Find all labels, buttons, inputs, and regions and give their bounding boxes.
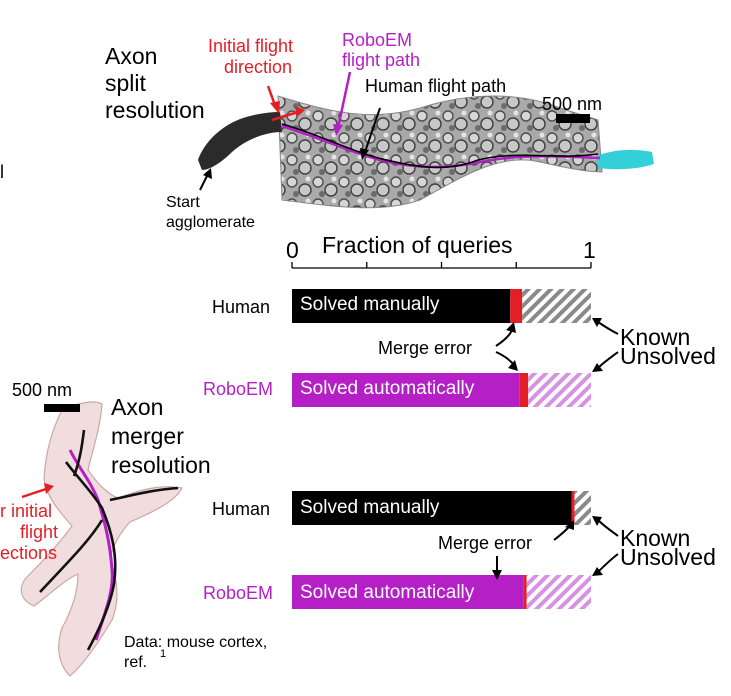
merger-title-line-3: resolution xyxy=(111,452,211,478)
merger-title-line-2: merger xyxy=(111,423,184,449)
axis-max-label: 1 xyxy=(583,237,596,263)
bar-1-human-segment-0 xyxy=(292,289,511,323)
cut-fragment-text: l xyxy=(0,162,4,182)
start-label-2: agglomerate xyxy=(166,214,255,231)
bar-2-roboem-segment-1 xyxy=(523,575,527,609)
category-human-2: Human xyxy=(212,499,271,519)
unsolved-label-2: Unsolved xyxy=(620,544,716,570)
bar-1-roboem-segment-1 xyxy=(519,373,529,407)
merger-human-path xyxy=(39,429,179,651)
split-title-line-3: resolution xyxy=(105,97,205,123)
merger-flight-label-3: ections xyxy=(0,543,58,563)
start-label-1: Start xyxy=(166,194,200,211)
target-agglomerate-shape xyxy=(596,149,654,170)
merger-scale-label: 500 nm xyxy=(12,380,73,400)
unsolved-label-1: Unsolved xyxy=(620,343,716,369)
split-title-line-1: Axon xyxy=(105,43,158,69)
bar-1-roboem-segment-2 xyxy=(528,373,591,407)
data-source-line-1: Data: mouse cortex, xyxy=(124,634,268,651)
annotation-arrowheads xyxy=(492,318,603,580)
data-source-line-2: ref. xyxy=(124,654,148,671)
bar-text-human-2: Solved manually xyxy=(300,497,440,518)
split-title-line-2: split xyxy=(105,70,146,96)
known-label-1: Known xyxy=(620,324,691,350)
human-path-label: Human flight path xyxy=(365,76,507,96)
axis-min-label: 0 xyxy=(286,237,299,263)
merger-flight-label-1: r initial xyxy=(0,501,53,521)
category-human-1: Human xyxy=(212,297,271,317)
chart-layer xyxy=(291,262,592,609)
split-scale-bar xyxy=(556,114,590,123)
bar-text-human-1: Solved manually xyxy=(300,294,440,315)
merge-error-label-1: Merge error xyxy=(378,338,473,358)
bar-2-human-segment-0 xyxy=(292,491,572,525)
em-image-band xyxy=(277,95,603,209)
bar-text-roboem-1: Solved automatically xyxy=(300,378,475,399)
bar-2-human-segment-1 xyxy=(571,491,575,525)
merge-error-label-2: Merge error xyxy=(438,533,533,553)
axis-title: Fraction of queries xyxy=(322,232,513,258)
merger-3d-shape xyxy=(20,401,183,677)
bar-1-human-segment-1 xyxy=(510,289,523,323)
initial-flight-label-1: Initial flight xyxy=(208,36,294,56)
roboem-path-label-1: RoboEM xyxy=(342,30,413,50)
known-label-2: Known xyxy=(620,525,691,551)
bar-2-human-segment-2 xyxy=(574,491,591,525)
merger-title-line-1: Axon xyxy=(111,394,164,420)
bar-1-human-segment-2 xyxy=(522,289,591,323)
split-scale-label: 500 nm xyxy=(542,94,603,114)
roboem-path-label-2: flight path xyxy=(342,50,421,70)
merger-flight-label-2: flight xyxy=(20,522,59,542)
merger-scale-bar xyxy=(44,404,80,412)
ref-superscript: 1 xyxy=(160,648,167,660)
category-roboem-2: RoboEM xyxy=(203,583,274,603)
initial-flight-label-2: direction xyxy=(224,57,293,77)
category-roboem-1: RoboEM xyxy=(203,379,274,399)
bar-2-roboem-segment-0 xyxy=(292,575,524,609)
bar-text-roboem-2: Solved automatically xyxy=(300,582,475,603)
start-agglomerate-shape xyxy=(198,112,282,170)
bar-1-roboem-segment-0 xyxy=(292,373,520,407)
bar-2-roboem-segment-2 xyxy=(526,575,591,609)
human-flight-path-line xyxy=(281,123,599,169)
